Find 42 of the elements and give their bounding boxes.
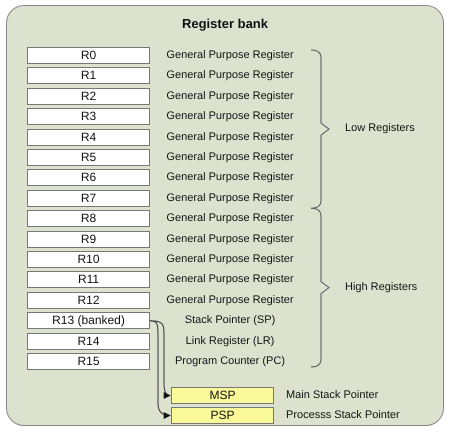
register-box: R1 [27, 67, 150, 84]
register-description: General Purpose Register [165, 68, 295, 84]
register-description: Main Stack Pointer [286, 388, 378, 403]
register-box: R2 [27, 88, 150, 105]
title: Register bank [181, 16, 269, 31]
register-description: Stack Pointer (SP) [184, 313, 276, 328]
register-box: R6 [27, 169, 150, 186]
register-box: R5 [27, 149, 150, 166]
register-box: R14 [27, 332, 150, 350]
register-description: Processs Stack Pointer [286, 408, 400, 423]
register-box: R7 [27, 190, 150, 207]
register-description: General Purpose Register [165, 272, 295, 288]
register-description: General Purpose Register [165, 130, 295, 145]
stack-pointer-box: MSP [171, 387, 274, 404]
group-label: Low Registers [345, 122, 415, 134]
register-box: R4 [27, 128, 150, 146]
register-box: R11 [27, 271, 150, 288]
register-description: General Purpose Register [165, 109, 295, 124]
register-box: R0 [27, 47, 150, 64]
register-description: Program Counter (PC) [174, 354, 286, 369]
register-description: General Purpose Register [165, 232, 295, 247]
stack-pointer-box: PSP [171, 407, 274, 424]
arrow [150, 320, 171, 419]
register-description: General Purpose Register [165, 190, 295, 206]
register-box: R8 [27, 210, 150, 228]
panel-background [6, 5, 444, 426]
register-box: R10 [27, 251, 150, 268]
register-box: R3 [27, 108, 150, 126]
register-box: R15 [27, 353, 150, 370]
register-description: General Purpose Register [165, 88, 295, 104]
group-label: High Registers [345, 280, 418, 293]
register-description: General Purpose Register [165, 150, 295, 165]
register-description: General Purpose Register [165, 170, 295, 186]
register-description: General Purpose Register [165, 292, 295, 308]
arrow [150, 320, 171, 398]
register-description: Link Register (LR) [184, 334, 276, 349]
register-box: R9 [27, 230, 150, 248]
register-description: General Purpose Register [165, 211, 295, 226]
register-description: General Purpose Register [165, 252, 295, 267]
register-box: R12 [27, 292, 150, 309]
register-description: General Purpose Register [165, 48, 295, 63]
register-box: R13 (banked) [27, 312, 150, 330]
